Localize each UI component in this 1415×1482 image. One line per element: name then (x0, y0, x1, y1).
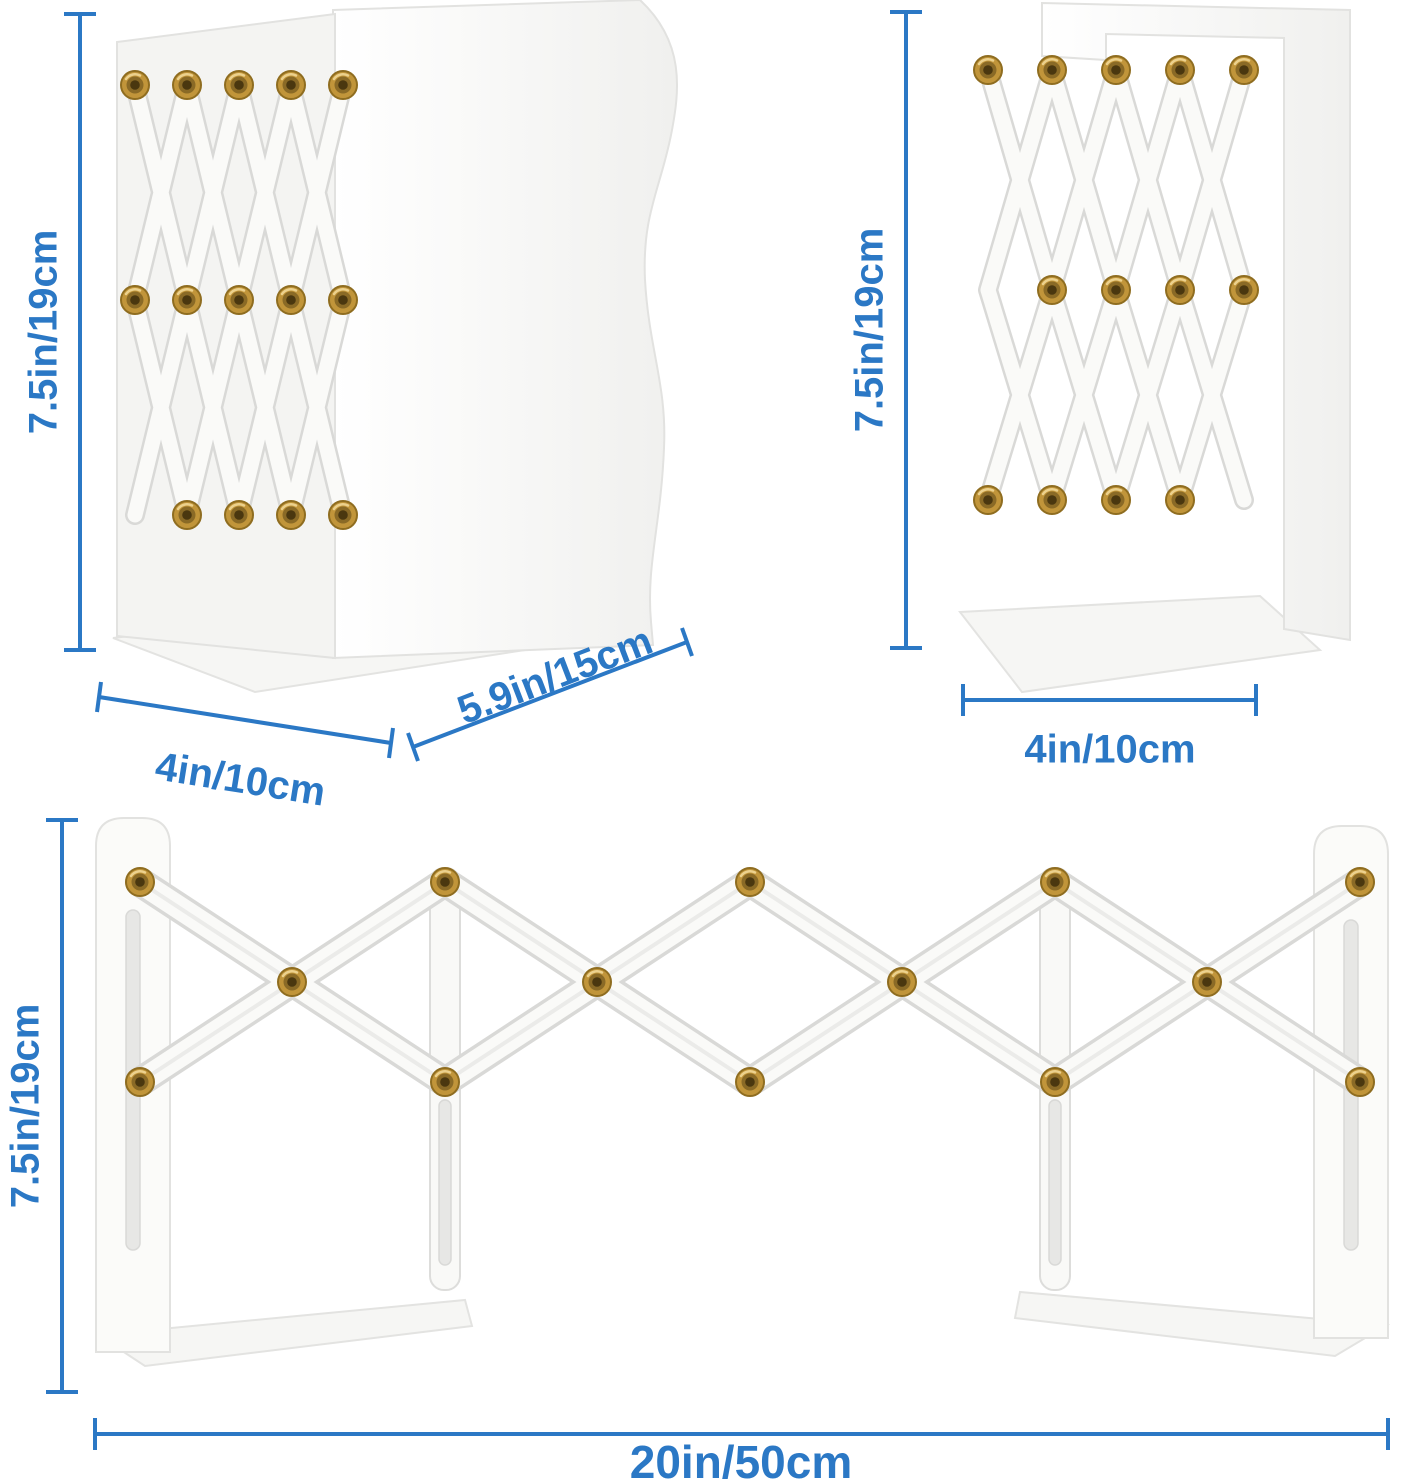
dimension-label: 7.5in/19cm (848, 228, 892, 433)
accordion-lattice (125, 75, 353, 525)
left-base-plate (95, 1298, 474, 1368)
dim-folded-side-width: 4in/10cm (961, 684, 1258, 772)
bookend-folded-side-view (958, 1, 1351, 694)
right-base-plate (1013, 1290, 1391, 1358)
dimension-label: 7.5in/19cm (4, 1004, 48, 1209)
side-panel (332, 0, 678, 660)
base-plate (958, 594, 1323, 694)
dimension-label: 5.9in/15cm (452, 619, 659, 733)
accordion-lattice (978, 60, 1254, 510)
dimension-label: 20in/50cm (630, 1436, 852, 1482)
dimension-label: 4in/10cm (1024, 728, 1195, 772)
vertical-bar-slot (438, 1099, 452, 1266)
dim-folded-front-height: 7.5in/19cm (22, 12, 96, 652)
dimension-line (412, 640, 688, 749)
dimension-tick (95, 681, 103, 713)
dim-extended-height: 7.5in/19cm (4, 818, 78, 1394)
back-panel (1041, 1, 1351, 642)
dimension-line (98, 695, 392, 745)
bookend-extended-view (95, 817, 1391, 1368)
bookend-folded-front-view (112, 0, 678, 694)
dimension-tick (680, 627, 694, 657)
dim-folded-front-width: 4in/10cm (95, 681, 395, 815)
dimension-label: 4in/10cm (152, 744, 328, 814)
dimension-label: 7.5in/19cm (22, 230, 66, 435)
dim-folded-front-depth: 5.9in/15cm (406, 619, 694, 762)
dim-extended-width: 20in/50cm (93, 1418, 1390, 1482)
dim-folded-side-height: 7.5in/19cm (848, 10, 922, 650)
vertical-bar-slot (1048, 1099, 1062, 1266)
dimension-tick (406, 732, 420, 762)
dimension-tick (387, 727, 395, 759)
